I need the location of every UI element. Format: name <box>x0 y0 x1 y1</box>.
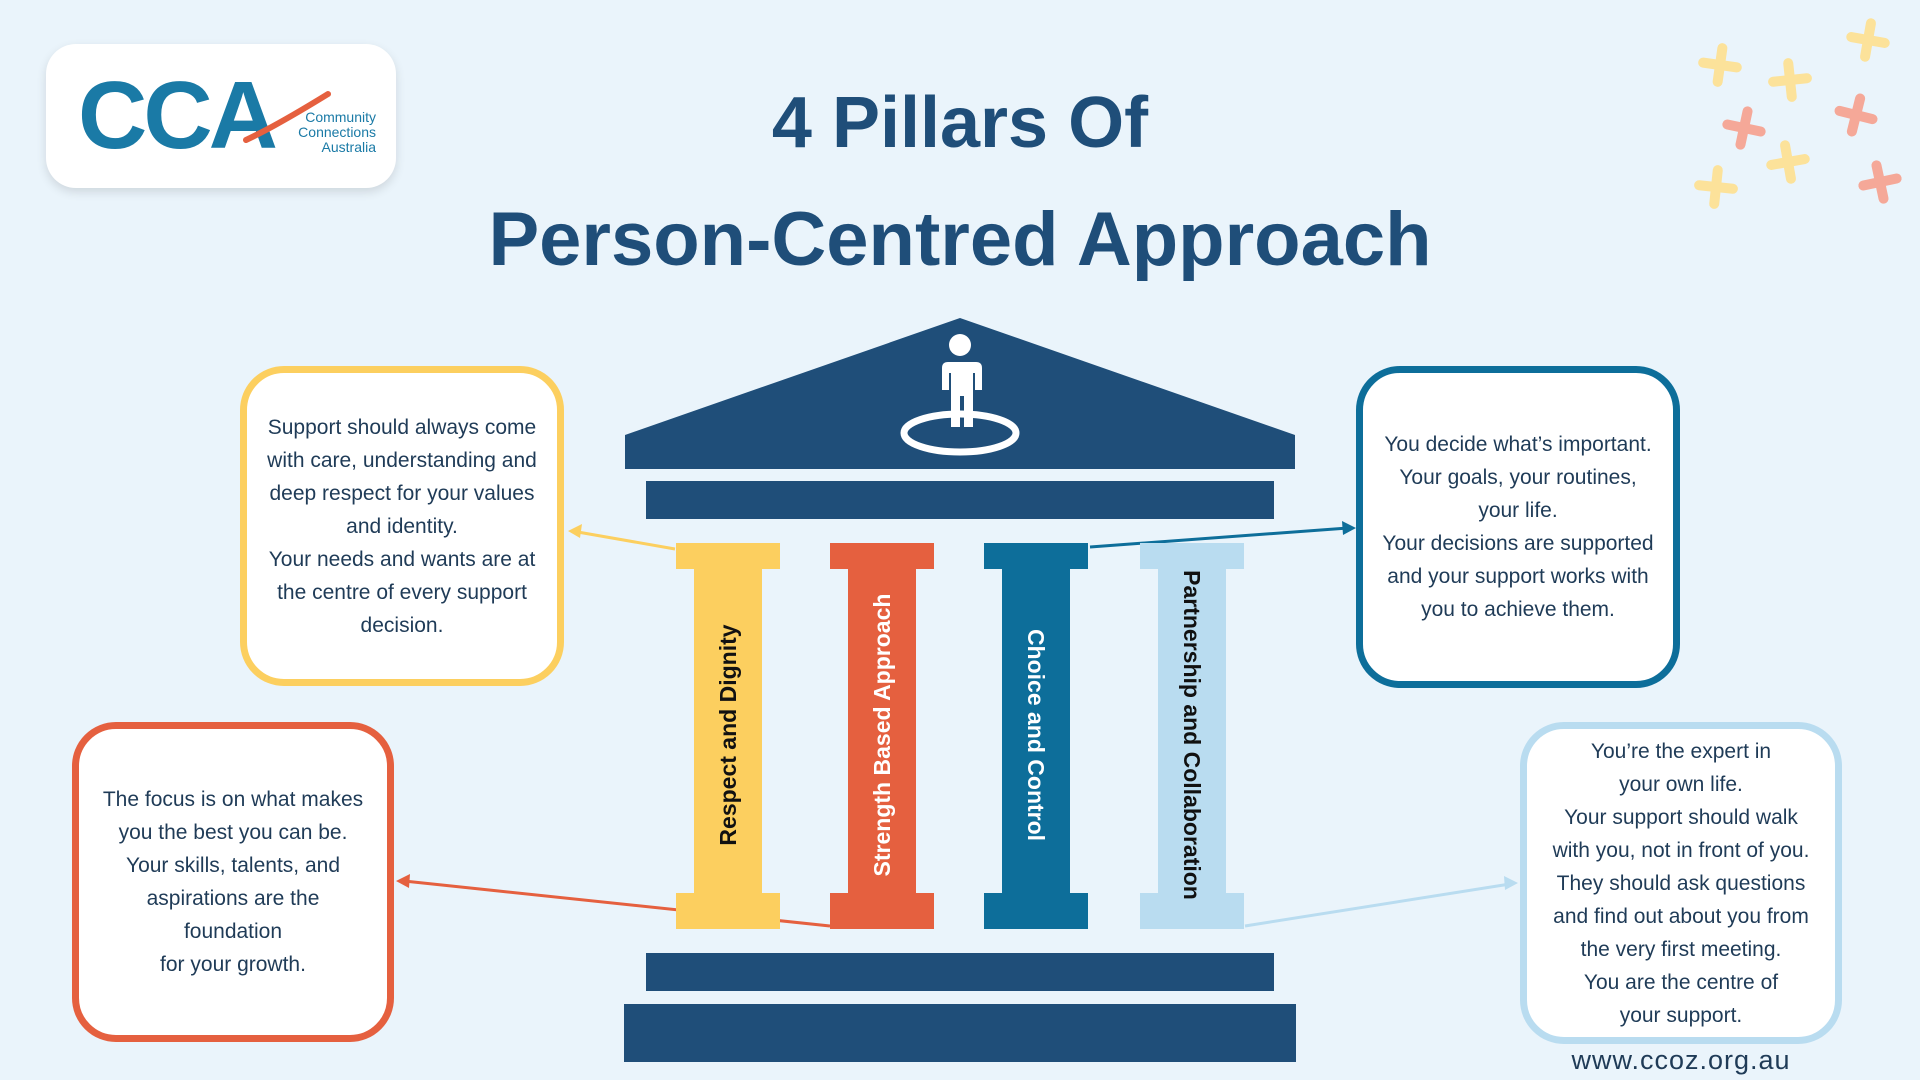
callout-line: You decide what’s important. <box>1384 433 1652 456</box>
pillar-label-strength-based: Strength Based Approach <box>869 593 895 877</box>
pillar-base <box>830 893 934 929</box>
logo-subtitle-line: Community <box>305 109 376 125</box>
pillar-capital <box>676 543 780 569</box>
website-url: www.ccoz.org.au <box>1571 1045 1791 1075</box>
callout-line: decision. <box>360 613 444 637</box>
callout-line: aspirations are the foundation <box>146 887 320 943</box>
sparkle-icon <box>1846 18 1890 62</box>
logo-subtitle: Community Connections Australia <box>268 110 376 155</box>
callout-line: You’re the expert in <box>1590 739 1772 763</box>
pillar-capital <box>830 543 934 569</box>
callout-line: with you, not in front of you. <box>1552 838 1810 862</box>
callout-line: Your goals, your routines, <box>1399 466 1637 489</box>
connector-arrow-2 <box>1342 521 1356 535</box>
callout-line: with care, understanding and <box>267 448 537 472</box>
callout-line: They should ask questions <box>1556 871 1806 895</box>
callout-line: Support should always come <box>267 415 537 439</box>
callout-line: deep respect for your values <box>269 481 535 505</box>
sparkle-icon <box>1694 165 1738 209</box>
pillar-shaft <box>1002 569 1070 893</box>
pillar-shaft <box>694 569 762 893</box>
callout-line: your life. <box>1478 499 1558 522</box>
callout-line: Your decisions are supported <box>1382 532 1654 555</box>
pillar-shaft <box>1158 569 1226 893</box>
temple-base-lower <box>624 1004 1296 1062</box>
connector-arrow-4 <box>1504 876 1518 890</box>
callout-line: you to achieve them. <box>1421 598 1615 621</box>
logo-mark: CCA <box>78 62 278 169</box>
callout-respect-dignity: Support should always come with care, un… <box>240 366 564 686</box>
pillar-shaft <box>848 569 916 893</box>
callout-line: your own life. <box>1619 772 1743 796</box>
temple-beam <box>646 481 1274 519</box>
pillar-capital <box>984 543 1088 569</box>
connector-arrow-1 <box>568 524 582 538</box>
callout-line: your support. <box>1619 1003 1743 1027</box>
pillars-group <box>676 543 1244 929</box>
callout-line: for your growth. <box>160 953 306 976</box>
sparkle-icon <box>1722 106 1766 150</box>
sparkle-icon <box>1698 43 1742 87</box>
callout-line: The focus is on what makes <box>102 788 364 811</box>
logo-subtitle-line: Australia <box>321 139 376 155</box>
callout-choice-control: You decide what’s important. Your goals,… <box>1356 366 1680 688</box>
pillar-base <box>1140 893 1244 929</box>
pillar-label-choice-control: Choice and Control <box>1023 628 1049 842</box>
sparkle-icon <box>1858 160 1902 204</box>
pillar-label-partnership: Partnership and Collaboration <box>1179 570 1205 900</box>
temple-base-upper <box>646 953 1274 991</box>
pillar-capital <box>1140 543 1244 569</box>
page-title-line-1: 4 Pillars Of <box>771 83 1149 163</box>
callout-strength-based: The focus is on what makes you the best … <box>72 722 394 1042</box>
callout-line: and find out about you from <box>1553 904 1809 928</box>
callout-line: the very first meeting. <box>1580 937 1782 961</box>
callout-partnership: You’re the expert in your own life. Your… <box>1520 722 1842 1044</box>
logo-swoosh-icon <box>243 91 331 143</box>
connector-line-2 <box>1089 526 1349 549</box>
logo-card: CCA Community Connections Australia <box>46 44 396 188</box>
sparkles-decoration <box>1694 18 1902 209</box>
pillar-label-respect-dignity: Respect and Dignity <box>715 624 741 846</box>
callout-line: Your needs and wants are at <box>268 547 536 571</box>
sparkle-icon <box>1768 58 1812 102</box>
page-title-line-2: Person-Centred Approach <box>488 197 1432 282</box>
callout-line: and your support works with <box>1387 565 1649 588</box>
logo-subtitle-line: Connections <box>298 124 376 140</box>
callout-line: the centre of every support <box>277 580 527 604</box>
callout-line: You are the centre of <box>1583 970 1779 994</box>
connector-arrow-3 <box>396 874 410 888</box>
person-icon <box>900 334 1020 456</box>
connector-line-1 <box>571 529 676 551</box>
sparkle-icon <box>1766 140 1810 184</box>
callout-line: and identity. <box>346 514 458 538</box>
pillar-base <box>676 893 780 929</box>
callout-line: Your skills, talents, and <box>125 854 340 877</box>
connector-line-4 <box>1244 882 1511 928</box>
sparkle-icon <box>1834 93 1878 137</box>
callout-line: Your support should walk <box>1564 805 1798 829</box>
pillar-base <box>984 893 1088 929</box>
callout-line: you the best you can be. <box>118 821 348 844</box>
